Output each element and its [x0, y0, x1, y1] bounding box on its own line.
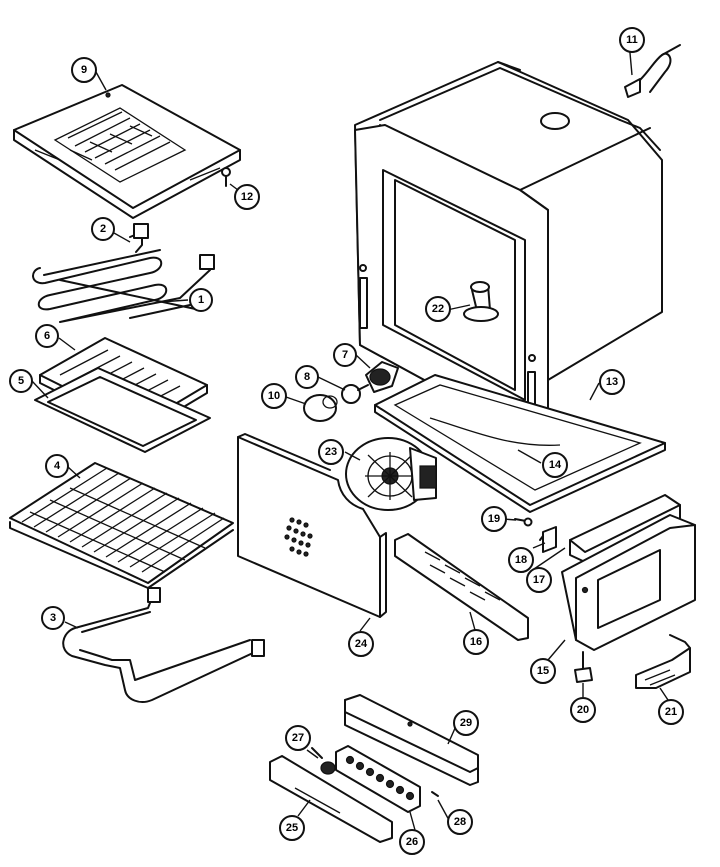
callout-17: 17 — [526, 567, 552, 593]
callout-24: 24 — [348, 631, 374, 657]
svg-text:20: 20 — [577, 704, 589, 716]
svg-text:28: 28 — [454, 816, 466, 828]
callout-20: 20 — [570, 697, 596, 723]
svg-text:11: 11 — [626, 34, 638, 46]
screw-icon — [514, 517, 533, 527]
callout-25: 25 — [279, 815, 305, 841]
callout-7: 7 — [333, 343, 357, 367]
svg-text:15: 15 — [537, 665, 549, 677]
callout-8: 8 — [295, 365, 319, 389]
callout-1: 1 — [189, 288, 213, 312]
callout-3: 3 — [41, 606, 65, 630]
light-socket — [365, 361, 399, 393]
callout-13: 13 — [599, 369, 625, 395]
svg-text:29: 29 — [460, 717, 472, 729]
callout-15: 15 — [530, 658, 556, 684]
callout-22: 22 — [425, 296, 451, 322]
svg-text:23: 23 — [325, 446, 337, 458]
callout-12: 12 — [234, 184, 260, 210]
rear-panel — [237, 433, 387, 618]
svg-text:9: 9 — [81, 64, 87, 76]
svg-text:7: 7 — [342, 349, 348, 361]
broil-element — [32, 223, 215, 323]
light-bulb — [341, 384, 369, 404]
screw-icon — [431, 791, 439, 797]
callout-21: 21 — [658, 699, 684, 725]
anti-tip-bracket — [635, 634, 691, 689]
svg-text:6: 6 — [44, 330, 50, 342]
svg-text:1: 1 — [198, 294, 204, 306]
callout-5: 5 — [9, 369, 33, 393]
svg-text:16: 16 — [470, 636, 482, 648]
callout-6: 6 — [35, 324, 59, 348]
svg-text:4: 4 — [54, 460, 61, 472]
callout-29: 29 — [453, 710, 479, 736]
svg-text:13: 13 — [606, 376, 618, 388]
callout-27: 27 — [285, 725, 311, 751]
svg-text:25: 25 — [286, 822, 298, 834]
svg-text:22: 22 — [432, 303, 444, 315]
light-lens — [303, 394, 338, 422]
callout-18: 18 — [508, 547, 534, 573]
oven-bottom-panel — [374, 374, 666, 513]
svg-text:5: 5 — [18, 375, 24, 387]
broil-pan — [34, 367, 211, 453]
mounting-clip — [539, 526, 557, 553]
svg-text:2: 2 — [100, 223, 106, 235]
bake-element — [62, 587, 265, 703]
callout-14: 14 — [542, 452, 568, 478]
svg-text:26: 26 — [406, 836, 418, 848]
control-box — [561, 514, 696, 651]
svg-text:19: 19 — [488, 513, 500, 525]
svg-text:3: 3 — [50, 612, 56, 624]
switch-board — [335, 745, 421, 813]
callout-16: 16 — [463, 629, 489, 655]
svg-text:18: 18 — [515, 554, 527, 566]
svg-text:21: 21 — [665, 706, 677, 718]
convection-fan-motor — [345, 437, 437, 511]
callout-11: 11 — [619, 27, 645, 53]
svg-text:24: 24 — [355, 638, 368, 650]
callout-28: 28 — [447, 809, 473, 835]
callout-26: 26 — [399, 829, 425, 855]
svg-text:27: 27 — [292, 732, 304, 744]
leveling-leg — [574, 651, 593, 683]
wire-clip — [624, 44, 681, 98]
control-panel-trim — [269, 755, 393, 843]
callout-9: 9 — [71, 57, 97, 83]
svg-text:8: 8 — [304, 371, 310, 383]
support-bracket — [394, 533, 529, 641]
broil-cover-plate — [13, 84, 241, 219]
callout-19: 19 — [481, 506, 507, 532]
svg-text:17: 17 — [533, 574, 545, 586]
svg-text:12: 12 — [241, 191, 253, 203]
control-panel-housing — [344, 694, 479, 786]
screw-icon — [221, 167, 231, 187]
svg-text:14: 14 — [549, 459, 562, 471]
callout-10: 10 — [261, 383, 287, 409]
svg-text:10: 10 — [268, 390, 280, 402]
callout-23: 23 — [318, 439, 344, 465]
oven-rack — [9, 462, 234, 589]
callout-2: 2 — [91, 217, 115, 241]
callout-4: 4 — [45, 454, 69, 478]
control-knob — [311, 747, 336, 775]
